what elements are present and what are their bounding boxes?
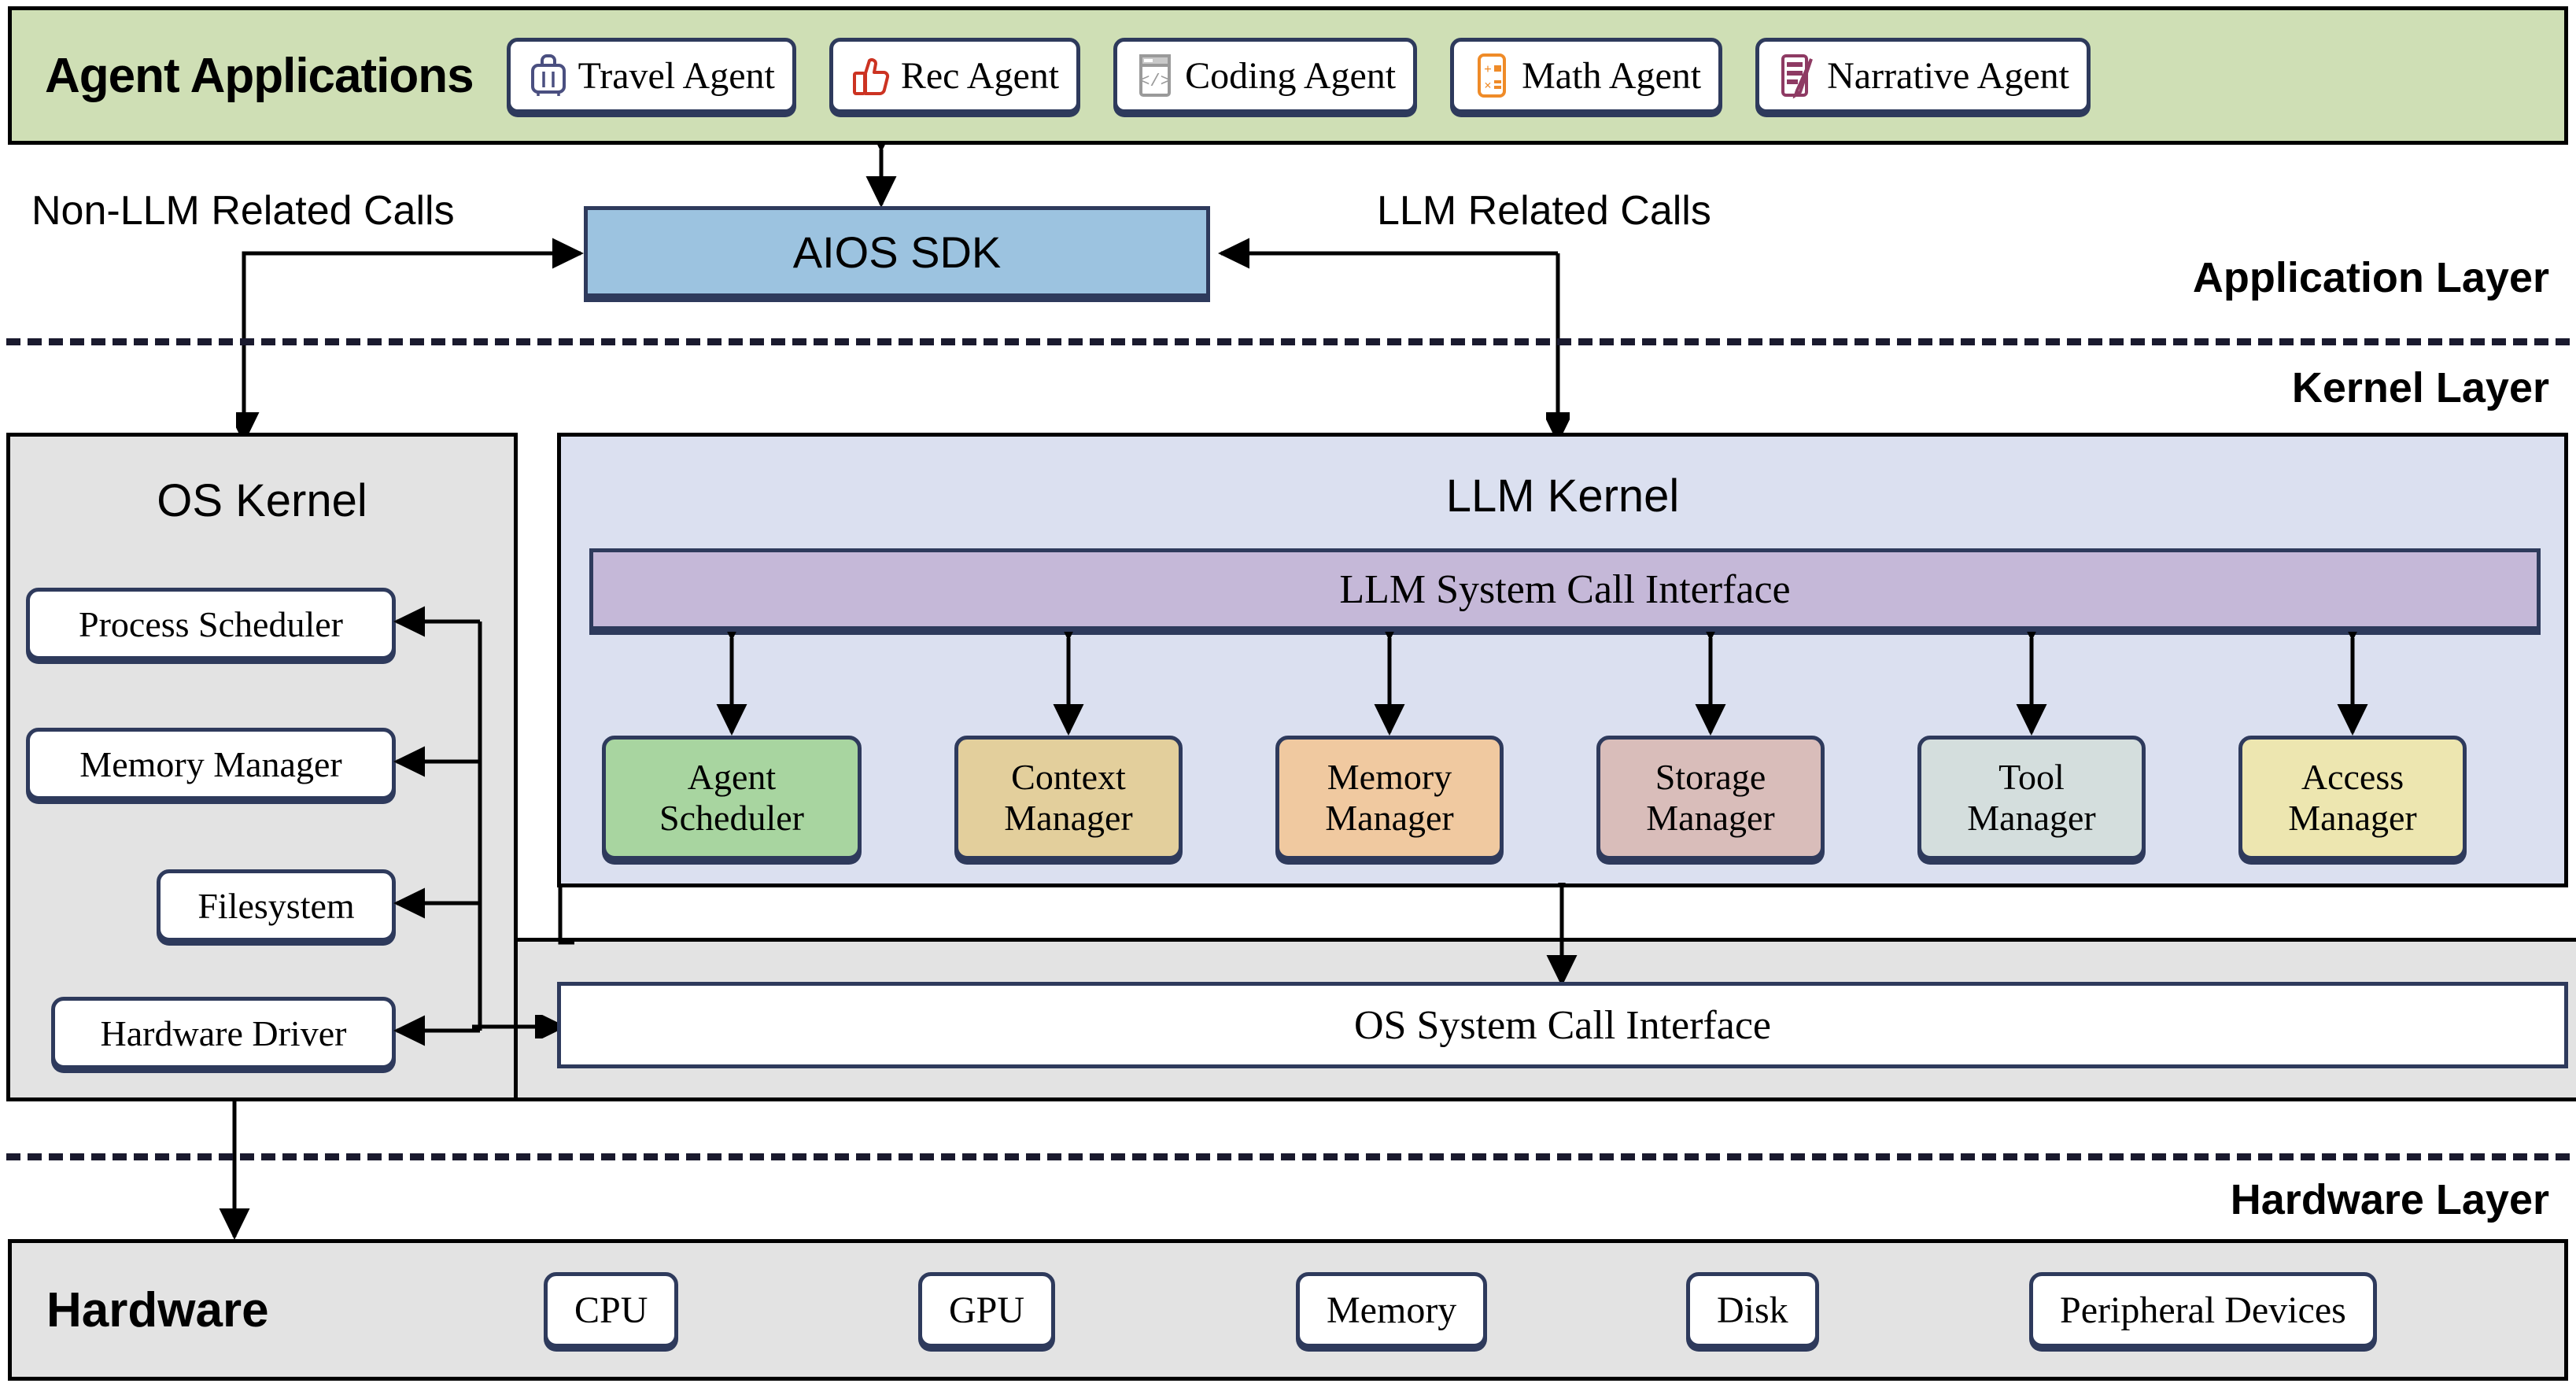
manager-line1: Tool [1998, 757, 2065, 798]
connector-llmkernel-to-os-syscall [1546, 883, 1578, 987]
os-item-label: Filesystem [197, 885, 355, 926]
hardware-chip-cpu[interactable]: CPU [544, 1272, 679, 1348]
agent-label: Rec Agent [900, 54, 1060, 97]
manager-line2: Manager [1646, 798, 1775, 838]
llm-system-call-interface[interactable]: LLM System Call Interface [589, 548, 2541, 630]
manager-line1: Context [1011, 757, 1126, 798]
manager-line2: Manager [1967, 798, 2096, 838]
hardware-chip-memory[interactable]: Memory [1296, 1272, 1488, 1348]
hardware-chip-label: Memory [1327, 1289, 1457, 1331]
svg-text:×: × [1484, 78, 1492, 93]
manager-line1: Agent [687, 757, 777, 798]
llm-syscall-label: LLM System Call Interface [1339, 566, 1791, 612]
aios-sdk-label: AIOS SDK [792, 227, 1002, 277]
os-item-process-scheduler[interactable]: Process Scheduler [26, 588, 396, 660]
agent-label: Math Agent [1522, 54, 1702, 97]
os-system-call-interface[interactable]: OS System Call Interface [557, 982, 2568, 1068]
manager-line2: Manager [1004, 798, 1133, 838]
manager-line2: Manager [2288, 798, 2417, 838]
agent-chip-math[interactable]: + × Math Agent [1450, 38, 1723, 113]
manager-line2: Scheduler [659, 798, 804, 838]
os-kernel-panel: OS Kernel Process Scheduler Memory Manag… [6, 433, 518, 1101]
manager-agent-scheduler[interactable]: Agent Scheduler [602, 736, 862, 860]
os-item-hardware-driver[interactable]: Hardware Driver [51, 997, 396, 1069]
llm-kernel-title: LLM Kernel [1445, 470, 1680, 522]
os-item-label: Hardware Driver [100, 1013, 347, 1053]
connector-hardware-driver-to-os-syscall [472, 1015, 567, 1038]
agent-chip-travel[interactable]: Travel Agent [506, 38, 796, 113]
hardware-chip-label: Disk [1717, 1289, 1788, 1331]
kernel-layer-caption: Kernel Layer [2291, 364, 2549, 411]
hardware-chip-label: CPU [574, 1289, 648, 1331]
agent-label: Travel Agent [578, 54, 775, 97]
llm-related-calls-label: LLM Related Calls [1377, 188, 1711, 234]
application-layer-caption: Application Layer [2192, 254, 2549, 301]
agent-chip-narrative[interactable]: Narrative Agent [1755, 38, 2091, 113]
hardware-chip-disk[interactable]: Disk [1686, 1272, 1819, 1348]
suitcase-icon [530, 54, 566, 96]
os-kernel-title: OS Kernel [157, 475, 367, 526]
code-window-icon: </> [1139, 54, 1172, 97]
separator-application-kernel [6, 338, 2570, 345]
agent-chip-rec[interactable]: Rec Agent [829, 38, 1081, 113]
svg-text:+: + [1484, 61, 1492, 76]
manager-line1: Access [2301, 757, 2404, 798]
hardware-chip-label: GPU [949, 1289, 1025, 1331]
connector-apps-to-sdk [865, 143, 897, 208]
manager-memory-manager[interactable]: Memory Manager [1275, 736, 1504, 860]
svg-text:</>: </> [1139, 72, 1171, 91]
hardware-title: Hardware [46, 1282, 269, 1337]
connectors-syscall-to-managers [716, 632, 2368, 736]
separator-kernel-hardware [6, 1153, 2570, 1160]
os-syscall-label: OS System Call Interface [1354, 1002, 1771, 1048]
agent-label: Coding Agent [1185, 54, 1397, 97]
manager-storage-manager[interactable]: Storage Manager [1596, 736, 1825, 860]
agent-applications-band: Agent Applications Travel Agent Rec Agen… [8, 6, 2568, 145]
os-item-label: Process Scheduler [79, 603, 343, 644]
aios-sdk-box[interactable]: AIOS SDK [584, 206, 1210, 297]
hardware-chip-gpu[interactable]: GPU [918, 1272, 1056, 1348]
os-kernel-bus-connector [393, 606, 482, 1046]
manager-line1: Memory [1327, 757, 1452, 798]
manager-access-manager[interactable]: Access Manager [2238, 736, 2467, 860]
os-item-memory-manager[interactable]: Memory Manager [26, 728, 396, 800]
non-llm-related-calls-label: Non-LLM Related Calls [31, 188, 455, 234]
manager-line1: Storage [1655, 757, 1766, 798]
hardware-chip-label: Peripheral Devices [2060, 1289, 2346, 1331]
thumbs-up-icon [852, 58, 889, 95]
hardware-band: Hardware CPU GPU Memory Disk Peripheral … [8, 1239, 2568, 1381]
agent-label: Narrative Agent [1827, 54, 2069, 97]
manager-context-manager[interactable]: Context Manager [954, 736, 1183, 860]
agent-applications-title: Agent Applications [45, 48, 474, 103]
os-item-filesystem[interactable]: Filesystem [157, 869, 396, 942]
hardware-layer-caption: Hardware Layer [2230, 1176, 2549, 1223]
connector-hardware-driver-to-hardware [219, 1098, 250, 1241]
manager-tool-manager[interactable]: Tool Manager [1917, 736, 2146, 860]
hardware-chip-peripheral-devices[interactable]: Peripheral Devices [2029, 1272, 2377, 1348]
calculator-icon: + × [1478, 53, 1507, 98]
manager-line2: Manager [1325, 798, 1454, 838]
agent-chip-coding[interactable]: </> Coding Agent [1113, 38, 1418, 113]
llm-kernel-panel: LLM Kernel LLM System Call Interface Age… [557, 433, 2568, 887]
os-item-label: Memory Manager [79, 743, 342, 784]
connector-llm-down-to-llmkernel [1546, 330, 1570, 445]
notepad-pen-icon [1781, 54, 1814, 98]
